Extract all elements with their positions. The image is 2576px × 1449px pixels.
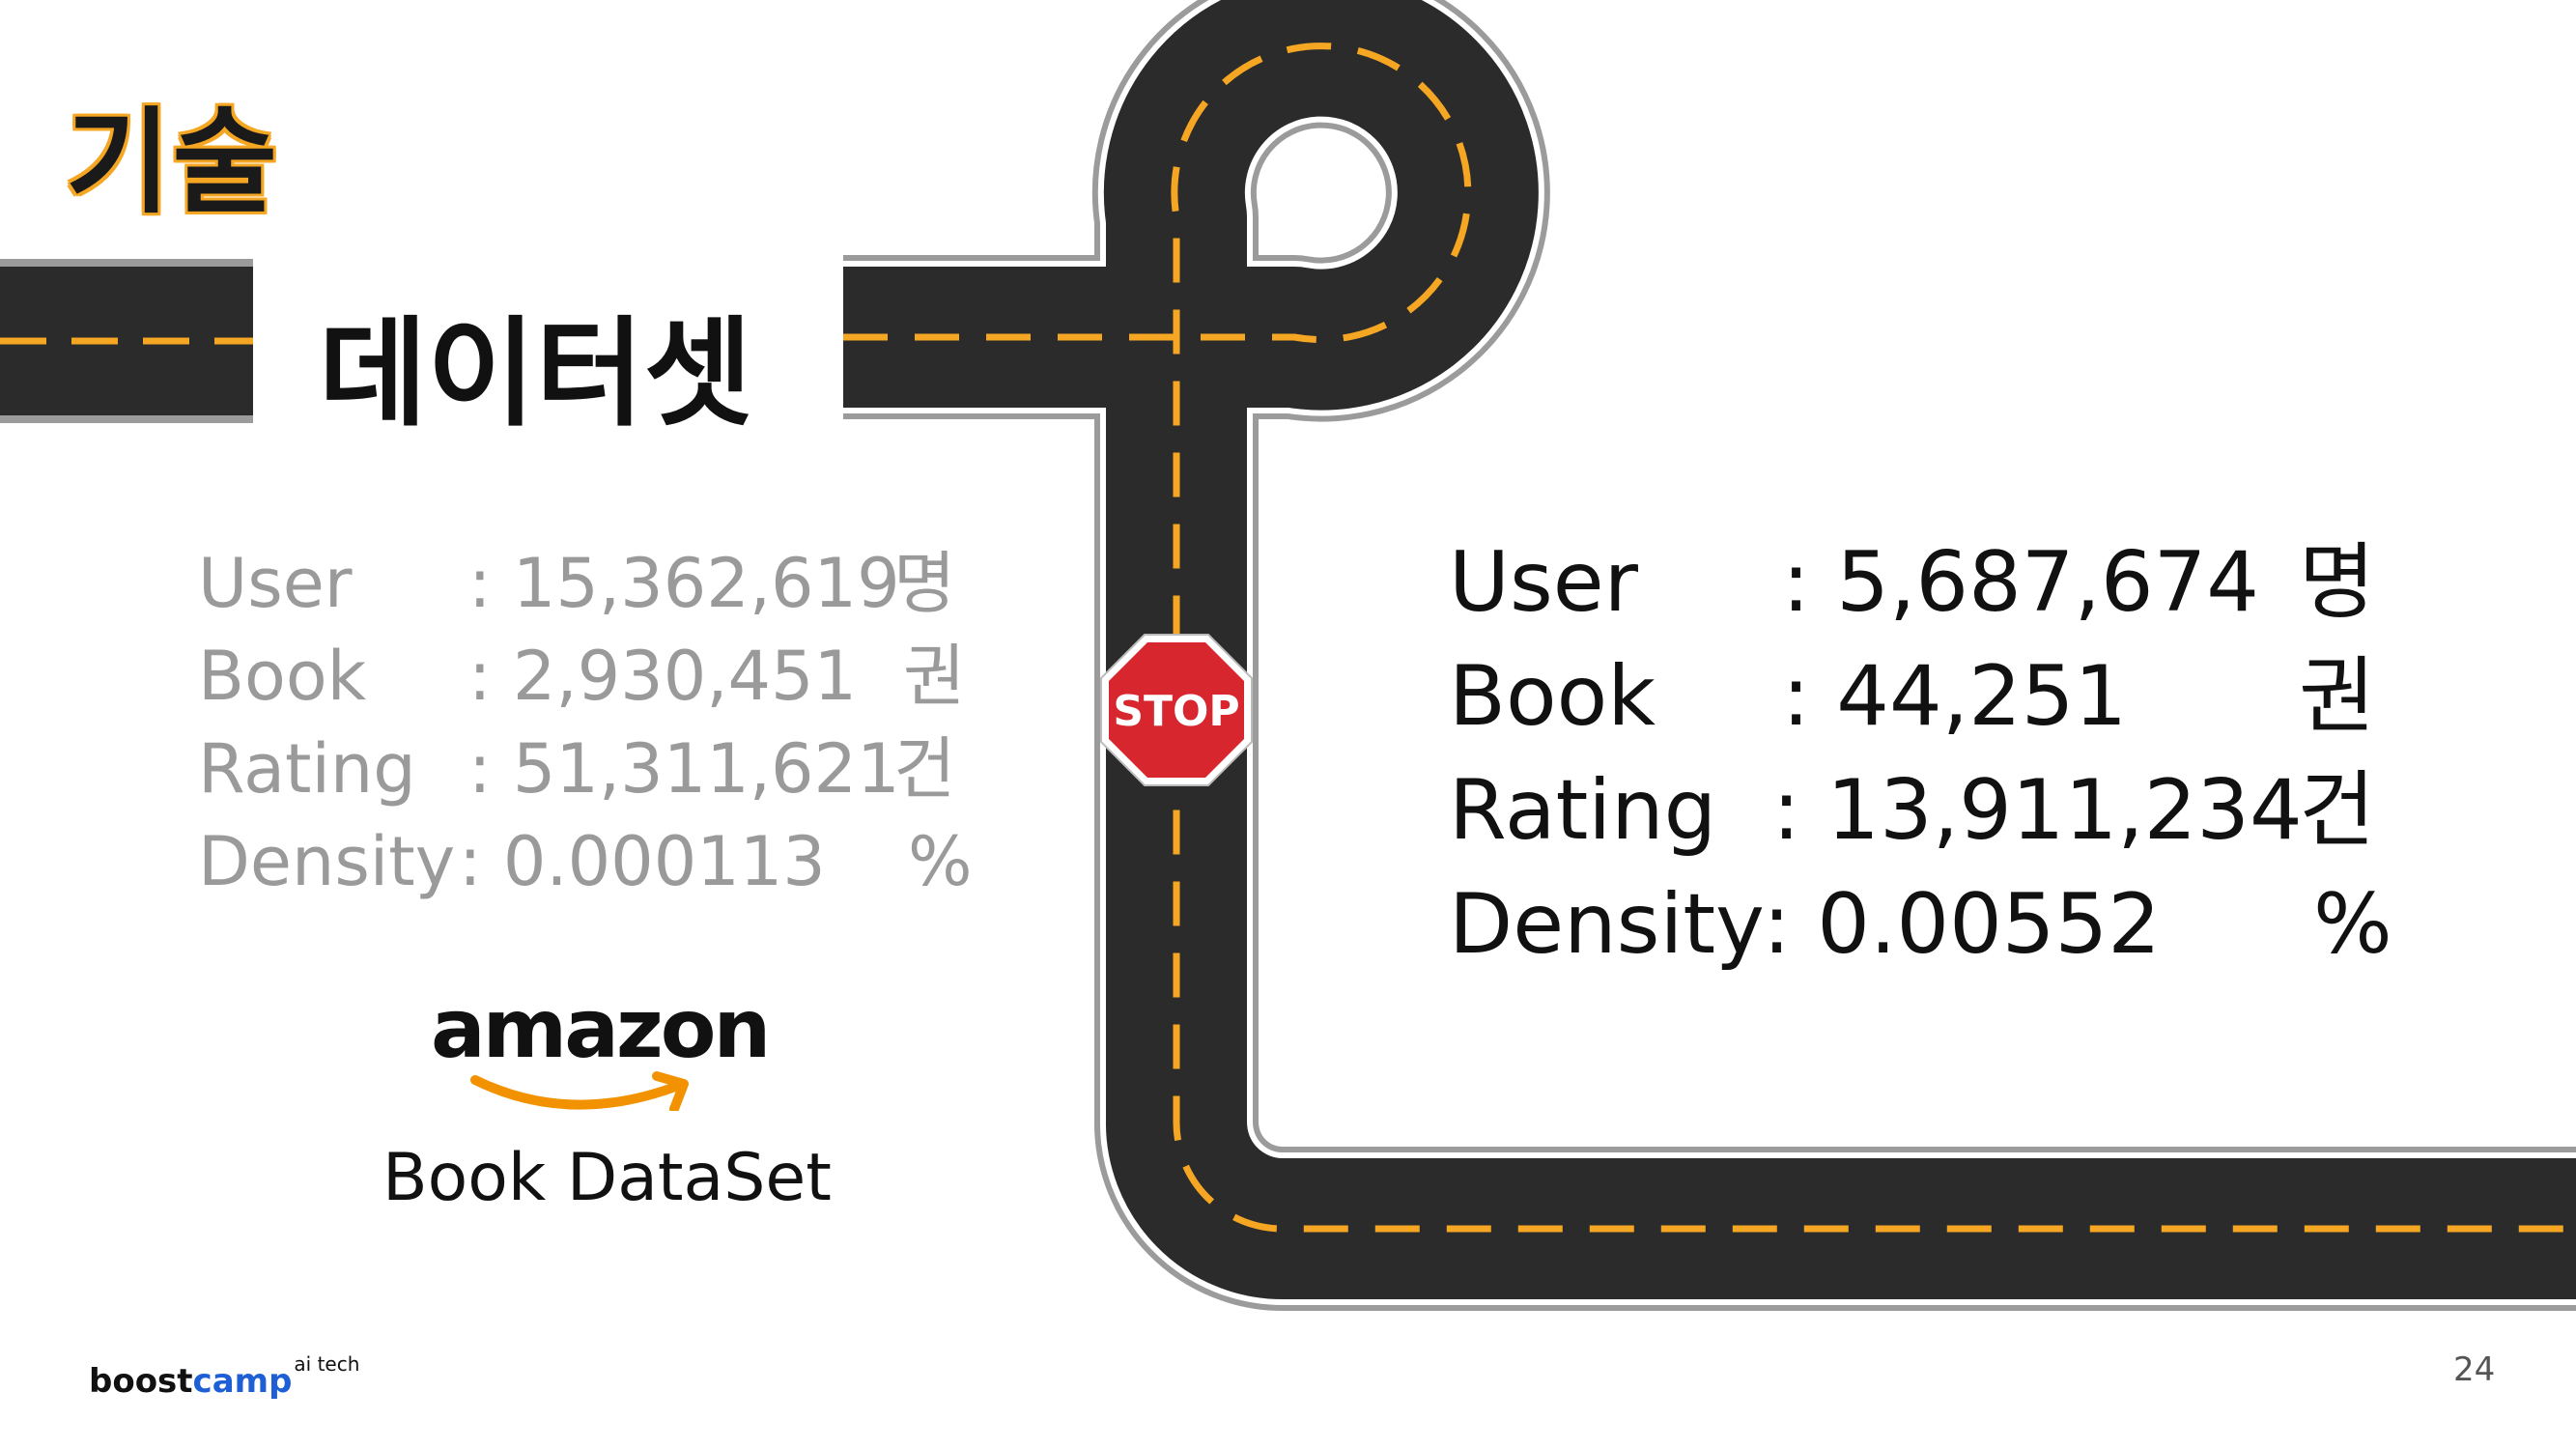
stat-unit: 건 [2299,762,2376,859]
stop-sign-icon: STOP [1100,634,1253,786]
stat-unit: 명 [2299,534,2376,631]
left-stat-row-book: Book : 2,930,451 권 [198,630,990,723]
slide-title: 기술 [66,96,280,229]
right-stats-table: User : 5,687,674 명 Book : 44,251 권 Ratin… [1449,526,2415,981]
stat-label: Rating [1449,762,1717,859]
stat-label: Book [198,637,367,716]
stat-value: : 2,930,451 [468,637,858,716]
stat-unit: 권 [903,637,966,716]
stat-value: : 44,251 [1782,648,2128,745]
stat-unit: % [908,822,973,901]
left-stat-row-user: User : 15,362,619 명 [198,537,990,630]
brand-highlight: camp [192,1362,293,1401]
stat-unit: 건 [893,729,956,809]
stat-label: User [1449,534,1639,631]
stat-value: : 0.00552 [1763,876,2161,973]
stop-sign-text: STOP [1113,687,1239,736]
right-stat-row-book: Book : 44,251 권 [1449,639,2415,753]
left-stat-row-rating: Rating : 51,311,621 건 [198,723,990,815]
right-stat-row-rating: Rating : 13,911,234 건 [1449,753,2415,867]
stat-label: User [198,544,353,623]
section-title: 데이터셋 [319,305,752,442]
stat-label: Density [1449,876,1765,973]
stat-unit: % [2313,876,2392,973]
stat-value: : 0.000113 [459,822,826,901]
stat-label: Rating [198,729,416,809]
stat-unit: 명 [893,544,956,623]
stat-value: : 15,362,619 [468,544,900,623]
stat-unit: 권 [2299,648,2376,745]
amazon-smile-icon [470,1071,689,1111]
dataset-label: Book DataSet [382,1140,832,1216]
stat-value: : 51,311,621 [468,729,900,809]
stat-label: Density [198,822,456,901]
amazon-logo: amazon [425,981,771,1111]
left-stats-table: User : 15,362,619 명 Book : 2,930,451 권 R… [198,537,990,908]
stat-value: : 5,687,674 [1782,534,2259,631]
brand-suffix: ai tech [294,1352,360,1376]
amazon-logo-text: amazon [431,981,771,1076]
page-number: 24 [2453,1350,2496,1389]
brand-prefix: boost [89,1362,193,1401]
right-stat-row-density: Density : 0.00552 % [1449,867,2415,981]
right-stat-row-user: User : 5,687,674 명 [1449,526,2415,639]
stat-label: Book [1449,648,1656,745]
stat-value: : 13,911,234 [1772,762,2303,859]
left-stat-row-density: Density : 0.000113 % [198,815,990,908]
